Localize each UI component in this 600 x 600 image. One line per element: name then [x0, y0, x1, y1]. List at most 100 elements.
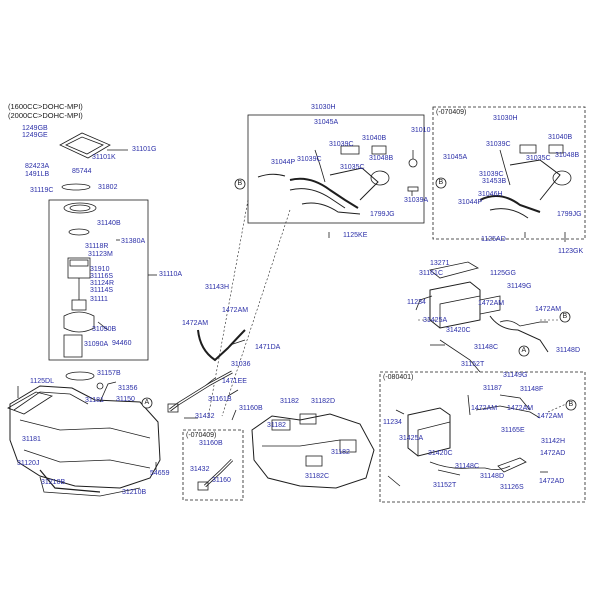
part-label[interactable]: 1125KE	[343, 232, 368, 239]
part-label[interactable]: 1471EE	[222, 378, 247, 385]
part-label[interactable]: 31187	[483, 385, 502, 392]
part-label[interactable]: 31040B	[362, 135, 387, 142]
part-label[interactable]: 31090B	[92, 326, 117, 333]
part-label[interactable]: 1472AM	[535, 306, 562, 313]
part-label[interactable]: 31432	[190, 466, 210, 473]
part-label[interactable]: 31420C	[428, 450, 453, 457]
part-label[interactable]: 31045A	[443, 154, 468, 161]
part-label[interactable]: 31182D	[311, 398, 336, 405]
part-label[interactable]: 31148F	[520, 386, 544, 393]
part-label[interactable]: 31425A	[399, 435, 424, 442]
part-label[interactable]: 11234	[407, 299, 426, 306]
part-label[interactable]: 1472AD	[540, 450, 566, 457]
part-label[interactable]: 1491LB	[25, 171, 50, 178]
part-label[interactable]: 1472AM	[507, 405, 534, 412]
part-label[interactable]: 31161B	[208, 396, 232, 403]
part-label[interactable]: 31039C	[486, 141, 511, 148]
part-label[interactable]: 31101G	[132, 146, 157, 153]
part-label[interactable]: 31910	[90, 266, 110, 273]
part-label[interactable]: 1472AM	[182, 320, 209, 327]
part-label[interactable]: 31030H	[493, 115, 518, 122]
part-label[interactable]: 31124R	[90, 280, 115, 287]
part-label[interactable]: 1123GK	[558, 248, 584, 255]
part-label[interactable]: 31039C	[479, 171, 504, 178]
part-label[interactable]: 31140B	[97, 220, 121, 227]
part-label[interactable]: 31035C	[526, 155, 551, 162]
part-label[interactable]: 31161C	[419, 270, 444, 277]
part-label[interactable]: 85744	[72, 168, 92, 175]
part-label[interactable]: 31157B	[97, 370, 121, 377]
part-label[interactable]: 31182	[331, 449, 350, 456]
part-label[interactable]: 94460	[112, 340, 132, 347]
part-label[interactable]: 31182C	[305, 473, 330, 480]
part-label[interactable]: 31044P	[458, 199, 483, 206]
part-label[interactable]: 31149G	[503, 372, 528, 379]
part-label[interactable]: 31182	[267, 422, 286, 429]
part-label[interactable]: 1799JG	[370, 211, 395, 218]
part-label[interactable]: 1249GE	[22, 132, 48, 139]
part-label[interactable]: 31039C	[329, 141, 354, 148]
part-label[interactable]: 31090A	[84, 341, 109, 348]
part-label[interactable]: 31210B	[41, 479, 66, 486]
part-label[interactable]: 31143H	[205, 284, 230, 291]
part-label[interactable]: 31044P	[271, 159, 296, 166]
part-label[interactable]: 1125AD	[481, 236, 506, 243]
part-label[interactable]: 31114S	[90, 287, 114, 294]
part-label[interactable]: 31432	[195, 413, 215, 420]
part-label[interactable]: 1799JG	[557, 211, 582, 218]
part-label[interactable]: 31039A	[404, 197, 429, 204]
part-label[interactable]: 54659	[150, 470, 170, 477]
part-label[interactable]: 31148C	[455, 463, 480, 470]
part-label[interactable]: 31453B	[482, 178, 507, 185]
part-label[interactable]: 31380A	[121, 238, 146, 245]
part-label[interactable]: 31425A	[423, 317, 448, 324]
part-label[interactable]: 31035C	[340, 164, 365, 171]
part-label[interactable]: 31802	[98, 184, 118, 191]
part-label[interactable]: 31111	[90, 296, 108, 303]
part-label[interactable]: 31110A	[159, 271, 183, 278]
part-label[interactable]: 31420C	[446, 327, 471, 334]
part-label[interactable]: 13271	[430, 260, 450, 267]
part-label[interactable]: 31160	[212, 477, 231, 484]
part-label[interactable]: 31101K	[92, 154, 116, 161]
part-label[interactable]: 31039C	[297, 156, 322, 163]
part-label[interactable]: 31152T	[461, 361, 485, 368]
part-label[interactable]: 31148D	[556, 347, 581, 354]
part-label[interactable]: 1471DA	[255, 344, 281, 351]
part-label[interactable]: 31120J	[17, 460, 40, 467]
part-label[interactable]: 31149G	[507, 283, 532, 290]
part-label[interactable]: 31181	[85, 397, 104, 404]
part-label[interactable]: 31123M	[88, 251, 113, 258]
part-label[interactable]: 31181	[22, 436, 41, 443]
part-label[interactable]: 31045A	[314, 119, 339, 126]
part-label[interactable]: 31148C	[474, 344, 499, 351]
part-label[interactable]: 31150	[116, 396, 135, 403]
part-label[interactable]: 1125GG	[490, 270, 516, 277]
part-label[interactable]: 31040B	[548, 134, 573, 141]
part-label[interactable]: 31118R	[85, 243, 109, 250]
part-label[interactable]: 11234	[383, 419, 402, 426]
part-label[interactable]: 31030H	[311, 104, 336, 111]
part-label[interactable]: 31160B	[199, 440, 223, 447]
part-label[interactable]: 31182	[280, 398, 299, 405]
part-label[interactable]: 31165E	[501, 427, 525, 434]
part-label[interactable]: 31048B	[555, 152, 580, 159]
part-label[interactable]: 31160B	[239, 405, 263, 412]
part-label[interactable]: 31119C	[30, 187, 54, 194]
part-label[interactable]: 1125DL	[30, 378, 55, 385]
part-label[interactable]: 1472AM	[537, 413, 564, 420]
part-label[interactable]: 31152T	[433, 482, 457, 489]
part-label[interactable]: 1249GB	[22, 125, 48, 132]
part-label[interactable]: 31126S	[500, 484, 524, 491]
part-label[interactable]: 31116S	[90, 273, 114, 280]
part-label[interactable]: 1472AM	[222, 307, 249, 314]
part-label[interactable]: 31036	[231, 361, 251, 368]
part-label[interactable]: 31148D	[480, 473, 505, 480]
part-label[interactable]: 1472AD	[539, 478, 565, 485]
part-label[interactable]: 1472AM	[478, 300, 505, 307]
part-label[interactable]: 31010	[411, 127, 431, 134]
part-label[interactable]: 82423A	[25, 163, 50, 170]
part-label[interactable]: 1472AM	[471, 405, 498, 412]
part-label[interactable]: 31048B	[369, 155, 394, 162]
part-label[interactable]: 31046H	[478, 191, 503, 198]
